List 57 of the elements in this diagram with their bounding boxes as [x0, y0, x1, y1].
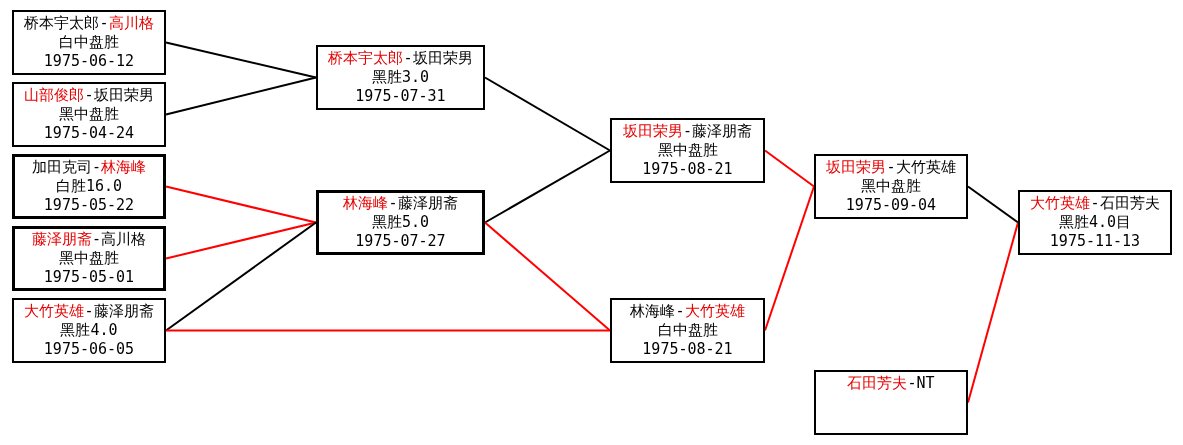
- match-date: 1975-11-13: [1049, 232, 1141, 251]
- match-date: 1975-05-22: [43, 196, 135, 215]
- match-result: 白中盘胜: [59, 33, 119, 52]
- match-result: 黑中盘胜: [861, 177, 921, 196]
- match-result: 白胜16.0: [55, 177, 123, 196]
- match-box: [12, 226, 166, 291]
- connector-line: [165, 185, 317, 224]
- match-players: 桥本宇太郎-坂田荣男: [328, 49, 473, 68]
- match-result: 黑中盘胜: [657, 141, 718, 160]
- match-players: 加田克司-林海峰: [32, 158, 146, 177]
- match-players: 林海峰-大竹英雄: [630, 302, 745, 321]
- connector-line: [967, 185, 1019, 224]
- connector-line: [165, 41, 317, 79]
- match-result: 白中盘胜: [657, 321, 718, 340]
- match-players: 坂田荣男-藤泽朋斋: [623, 122, 752, 141]
- match-box: [12, 298, 166, 363]
- match-players: 大竹英雄-石田芳夫: [1030, 194, 1160, 213]
- match-players: 石田芳夫-NT: [847, 374, 935, 393]
- match-box: [316, 190, 485, 255]
- match-players: 藤泽朋斋-高川格: [32, 230, 146, 249]
- match-players: 桥本宇太郎-高川格: [24, 14, 154, 33]
- match-players: 坂田荣男-大竹英雄: [826, 158, 956, 177]
- match-players: 大竹英雄-藤泽朋斋: [24, 302, 154, 321]
- match-players: 山部俊郎-坂田荣男: [24, 86, 154, 105]
- match-players: 林海峰-藤泽朋斋: [343, 194, 458, 213]
- match-box: [1018, 190, 1172, 255]
- connector-line: [165, 329, 611, 332]
- match-box: [316, 45, 485, 110]
- connector-line: [484, 221, 611, 332]
- match-date: 1975-06-05: [43, 340, 135, 359]
- connector-line: [764, 149, 815, 188]
- connector-line: [165, 221, 317, 260]
- connector-line: [484, 149, 611, 224]
- match-box: [610, 118, 765, 183]
- connector-line: [165, 221, 317, 332]
- match-result: 黑胜3.0: [371, 68, 430, 87]
- connector-line: [165, 76, 317, 116]
- match-date: 1975-09-04: [845, 196, 937, 215]
- connector-line: [484, 76, 611, 152]
- match-result: 黑胜4.0目: [1058, 213, 1132, 232]
- match-box: [610, 298, 765, 363]
- match-date: 1975-07-31: [355, 87, 446, 106]
- match-result: 黑胜5.0: [371, 213, 430, 232]
- match-result: 黑胜4.0: [60, 321, 118, 340]
- match-date: 1975-06-12: [43, 52, 135, 71]
- match-date: 1975-07-27: [355, 232, 446, 251]
- match-box: [814, 370, 968, 435]
- match-date: 1975-08-21: [642, 160, 733, 179]
- match-date: 1975-05-01: [43, 268, 135, 287]
- match-box: [814, 154, 968, 219]
- match-box: [12, 10, 166, 75]
- match-date: 1975-08-21: [642, 340, 733, 359]
- match-date: 1975-04-24: [43, 124, 135, 143]
- match-box: [12, 154, 166, 219]
- match-result: 黑中盘胜: [59, 105, 119, 124]
- match-result: 黑中盘胜: [59, 249, 119, 268]
- match-box: [12, 82, 166, 147]
